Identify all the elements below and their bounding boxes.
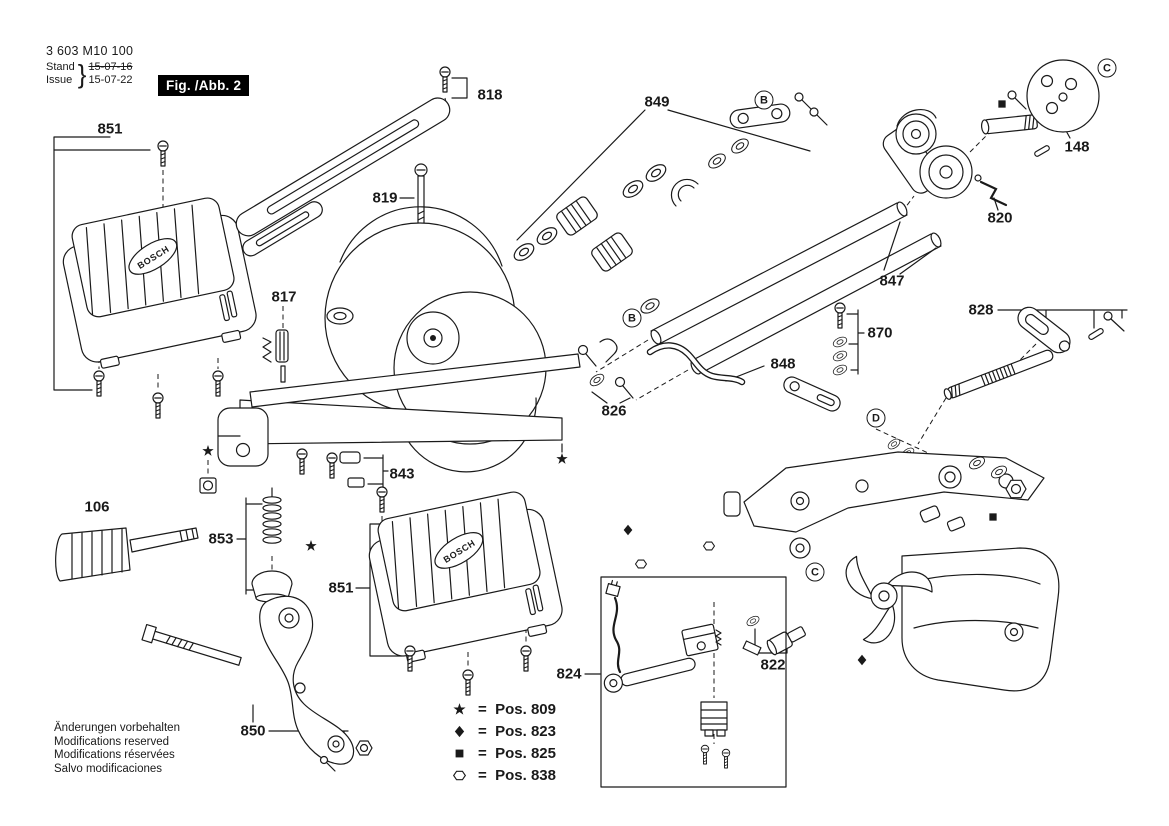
stand-label: Stand (46, 61, 75, 73)
revision-block: Stand Issue } 15-07-16 15-07-22 (46, 61, 133, 87)
lever-850 (141, 595, 373, 772)
old-revision-date: 15-07-16 (88, 61, 133, 73)
switch-box-824 (600, 576, 787, 788)
fan (845, 555, 933, 644)
title-block: 3 603 M10 100 Stand Issue } 15-07-16 15-… (46, 44, 133, 87)
legend-item-text: = Pos. 823 (478, 722, 556, 740)
footer-note: Modifications réservées (54, 749, 175, 761)
legend-item-diamond: = Pos. 823 (451, 720, 556, 742)
clamp-843 (339, 451, 365, 488)
saw-base (217, 353, 581, 467)
legend-item-text: = Pos. 838 (478, 766, 556, 784)
lower-guard-housing (901, 547, 1060, 692)
handle-106 (55, 477, 217, 582)
figure-badge: Fig. /Abb. 2 (158, 75, 250, 96)
footer-notes: Änderungen vorbehalten Modifications res… (54, 722, 180, 776)
symbol-legend: = Pos. 809 = Pos. 823 = Pos. 825 = Pos. 838 (451, 698, 556, 786)
lever-820 (974, 174, 1008, 207)
motor-assembly (882, 90, 1050, 199)
legend-item-square: = Pos. 825 (451, 742, 556, 764)
footer-note: Modifications reserved (54, 735, 170, 748)
bent-rod-848 (646, 342, 746, 386)
motor-housing-cover-top: BOSCH (62, 197, 257, 369)
roller-group-849 (510, 92, 828, 274)
cover-disc-148 (1026, 59, 1100, 133)
new-revision-date: 15-07-22 (88, 74, 133, 86)
revision-brace: } (77, 58, 87, 89)
square-icon (451, 746, 468, 761)
pivot-arm (235, 97, 451, 257)
leader-lines (53, 77, 1128, 738)
legend-item-text: = Pos. 825 (478, 744, 556, 762)
diamond-icon (451, 724, 468, 739)
screw-819 (414, 163, 428, 231)
fasteners-826 (577, 338, 634, 399)
motor-housing-cover-bottom: BOSCH (368, 491, 563, 663)
footer-note: Salvo modificaciones (54, 762, 163, 775)
document-part-number: 3 603 M10 100 (46, 44, 134, 58)
footer-note: Änderungen vorbehalten (54, 722, 180, 734)
legend-item-star: = Pos. 809 (451, 698, 556, 720)
legend-item-text: = Pos. 809 (478, 700, 556, 718)
fastener-stack-870 (783, 302, 849, 412)
pin-817 (262, 329, 289, 383)
clamp-handle-828 (943, 306, 1125, 400)
hexagon-icon (451, 768, 468, 783)
pivot-arm-assembly-right (723, 436, 1045, 559)
legend-item-hexagon: = Pos. 838 (451, 764, 556, 786)
star-icon (451, 702, 468, 717)
spring-knob-853 (251, 487, 293, 603)
issue-label: Issue (46, 74, 73, 86)
